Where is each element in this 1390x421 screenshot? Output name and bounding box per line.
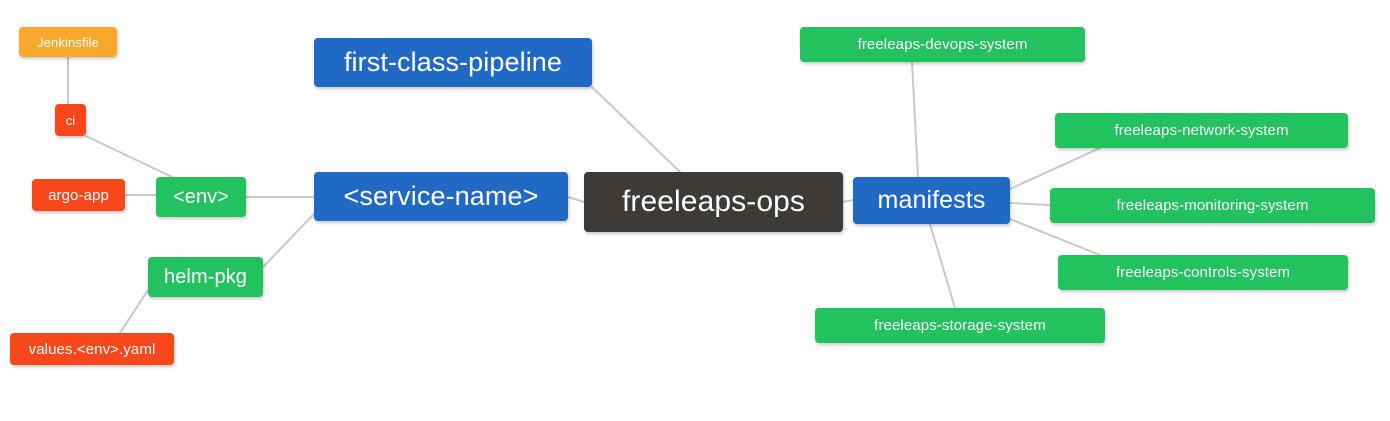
mindmap-node-jenkinsfile[interactable]: Jenkinsfile: [19, 27, 117, 57]
mindmap-node-env[interactable]: <env>: [156, 177, 246, 217]
edge-manifests-to-network: [1009, 147, 1101, 190]
mindmap-node-ci[interactable]: ci: [55, 104, 86, 136]
mindmap-node-pipeline[interactable]: first-class-pipeline: [314, 38, 592, 87]
edge-manifests-to-storage: [929, 223, 956, 309]
mindmap-node-service[interactable]: <service-name>: [314, 172, 568, 221]
edge-manifests-to-monitoring: [1009, 202, 1051, 206]
mindmap-node-devops[interactable]: freeleaps-devops-system: [800, 27, 1085, 62]
mindmap-node-monitoring[interactable]: freeleaps-monitoring-system: [1050, 188, 1375, 223]
edge-helmpkg-to-valuesyaml: [119, 289, 149, 334]
mindmap-node-storage[interactable]: freeleaps-storage-system: [815, 308, 1105, 343]
mindmap-node-valuesyaml[interactable]: values.<env>.yaml: [10, 333, 174, 365]
mindmap-node-controls[interactable]: freeleaps-controls-system: [1058, 255, 1348, 290]
edge-manifests-to-devops: [911, 61, 919, 178]
edge-env-to-ci: [85, 135, 173, 178]
edge-root-to-service: [567, 196, 585, 203]
edge-manifests-to-controls: [1009, 218, 1101, 256]
edge-service-to-helmpkg: [262, 213, 315, 268]
mindmap-node-argoapp[interactable]: argo-app: [32, 179, 125, 211]
mindmap-node-helmpkg[interactable]: helm-pkg: [148, 257, 263, 297]
mindmap-node-network[interactable]: freeleaps-network-system: [1055, 113, 1348, 148]
mindmap-node-manifests[interactable]: manifests: [853, 177, 1010, 224]
mindmap-node-root[interactable]: freeleaps-ops: [584, 172, 843, 232]
edge-root-to-manifests: [842, 199, 854, 203]
edge-root-to-pipeline: [591, 86, 681, 173]
